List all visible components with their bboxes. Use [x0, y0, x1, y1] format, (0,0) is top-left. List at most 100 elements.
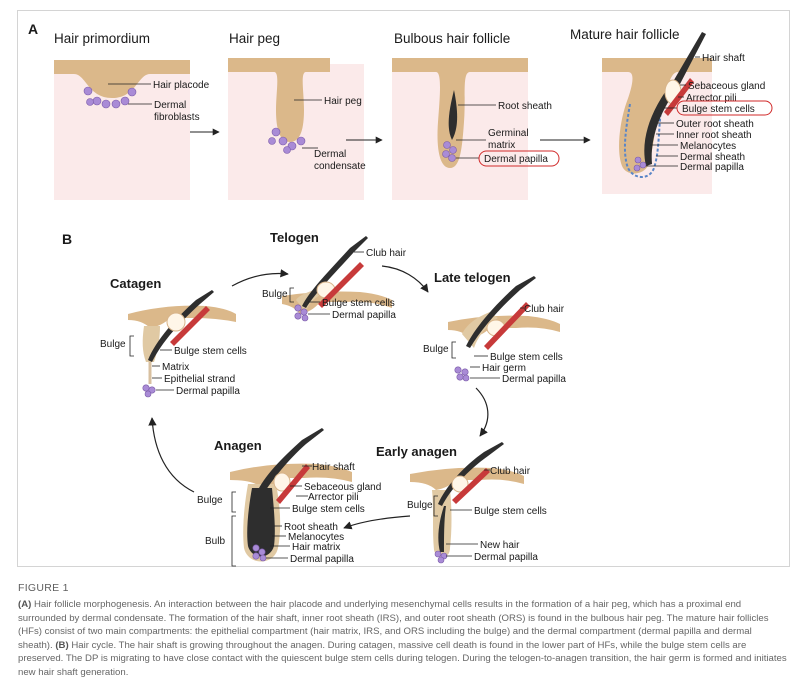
- club-hair: [466, 276, 536, 348]
- dermal-condensate-cells: [268, 127, 306, 154]
- caption-b-text: Hair cycle. The hair shaft is growing th…: [18, 639, 787, 678]
- stage-title: Hair primordium: [54, 31, 150, 46]
- arrector-pili-shape: [452, 468, 490, 504]
- arrector-pili-shape: [484, 302, 530, 350]
- label-root-sheath: Root sheath: [284, 522, 338, 533]
- sebaceous-gland-shape: [166, 312, 186, 332]
- label-bulb: Bulb: [205, 536, 225, 547]
- dermal-fibroblasts-cells: [83, 86, 137, 109]
- caption-a-tag: (A): [18, 599, 32, 610]
- label-dermal-papilla: Dermal papilla: [474, 552, 538, 563]
- label-fibroblasts: fibroblasts: [154, 112, 200, 123]
- root-sheath-core: [448, 90, 458, 140]
- caption-b-tag: (B): [55, 639, 69, 651]
- label-epithelial-strand: Epithelial strand: [164, 374, 235, 385]
- skin-layer: [410, 467, 524, 490]
- label-hair-placode: Hair placode: [153, 80, 210, 91]
- label-melanocytes: Melanocytes: [288, 532, 344, 543]
- dermal-sheath-line: [623, 103, 663, 178]
- stage-title: Hair peg: [229, 31, 280, 46]
- label-club-hair: Club hair: [524, 304, 565, 315]
- label-hair-shaft: Hair shaft: [702, 53, 745, 64]
- highlight-oval: [676, 100, 773, 116]
- label-dermal-papilla: Dermal papilla: [332, 310, 396, 321]
- label-dermal-papilla: Dermal papilla: [176, 386, 240, 397]
- label-bulge: Bulge: [262, 289, 288, 300]
- label-club-hair: Club hair: [366, 248, 407, 259]
- hair-shaft: [644, 32, 706, 166]
- panel-a-letter: A: [28, 21, 38, 37]
- label-dermal-sheath: Dermal sheath: [680, 152, 745, 163]
- label-dermal-papilla: Dermal papilla: [484, 154, 548, 165]
- follicle-shape: [392, 58, 528, 168]
- new-hair: [438, 506, 446, 552]
- label-matrix: Matrix: [162, 362, 189, 373]
- label-bulge: Bulge: [197, 495, 223, 506]
- label-arrector-pili: Arrector pili: [308, 492, 359, 503]
- label-bulge: Bulge: [423, 344, 449, 355]
- label-melanocytes: Melanocytes: [680, 141, 736, 152]
- label-bulge: Bulge: [407, 500, 433, 511]
- phase-catagen: Catagen Bulge Bulge stem cells Matrix Ep…: [100, 276, 247, 398]
- phase-title: Catagen: [110, 276, 161, 291]
- phase-early-anagen: Early anagen Club hair Bulge Bulge stem …: [376, 442, 547, 564]
- root-sheath-shape: [247, 488, 275, 557]
- hair-shaft: [148, 290, 214, 362]
- label-bulge-stem-cells: Bulge stem cells: [490, 352, 563, 363]
- stage-mature-follicle: Mature hair follicle Hair shaft Sebaceou…: [570, 27, 773, 194]
- label-arrector-pili: Arrector pili: [686, 93, 737, 104]
- phase-title: Late telogen: [434, 270, 511, 285]
- label-bulge-stem-cells: Bulge stem cells: [322, 298, 395, 309]
- label-bulge-stem-cells: Bulge stem cells: [292, 504, 365, 515]
- label-new-hair: New hair: [480, 540, 520, 551]
- arrector-pili-shape: [318, 262, 364, 308]
- label-bulge-stem-cells: Bulge stem cells: [474, 506, 547, 517]
- dermal-papilla-cells: [454, 366, 470, 382]
- label-dermal: Dermal: [314, 149, 346, 160]
- label-bulge: Bulge: [100, 339, 126, 350]
- phase-title: Anagen: [214, 438, 262, 453]
- label-outer-root-sheath: Outer root sheath: [676, 119, 754, 130]
- label-bulge-stem-cells: Bulge stem cells: [682, 104, 755, 115]
- phase-anagen: Anagen Hair shaft Sebaceous gland Arrect…: [197, 428, 381, 567]
- hair-placode-shape: [54, 60, 190, 98]
- dermal-papilla-cells: [633, 156, 647, 172]
- arrector-pili-shape: [170, 306, 210, 346]
- skin-layer: [230, 463, 352, 488]
- sebaceous-gland-shape: [451, 475, 469, 493]
- hair-follicle-figure: A Hair primordium Hair placode Dermal fi…: [28, 21, 773, 567]
- stage-hair-peg: Hair peg Hair peg Dermal condensate: [228, 31, 366, 200]
- label-hair-matrix: Hair matrix: [292, 542, 340, 553]
- stage-bulbous-follicle: Bulbous hair follicle Root sheath Germin…: [392, 31, 560, 200]
- dermal-papilla-cells: [434, 550, 448, 564]
- label-club-hair: Club hair: [490, 466, 531, 477]
- label-dermal-papilla: Dermal papilla: [502, 374, 566, 385]
- label-hair-germ: Hair germ: [482, 363, 526, 374]
- panel-b-letter: B: [62, 231, 72, 247]
- figure-caption: (A) Hair follicle morphogenesis. An inte…: [18, 598, 788, 680]
- label-matrix: matrix: [488, 140, 515, 151]
- dermal-papilla-cells: [142, 384, 156, 398]
- highlight-oval: [478, 150, 560, 167]
- label-dermal-papilla: Dermal papilla: [290, 554, 354, 565]
- label-hair-shaft: Hair shaft: [312, 462, 355, 473]
- stage-title: Mature hair follicle: [570, 27, 680, 42]
- label-dermal-papilla: Dermal papilla: [680, 162, 744, 173]
- label-root-sheath: Root sheath: [498, 101, 552, 112]
- label-hair-peg: Hair peg: [324, 96, 362, 107]
- label-sebaceous-gland: Sebaceous gland: [688, 81, 765, 92]
- figure-label: FIGURE 1: [18, 582, 69, 594]
- label-sebaceous-gland: Sebaceous gland: [304, 482, 381, 493]
- phase-telogen: Telogen Club hair Bulge Bulge stem cells…: [262, 230, 407, 322]
- sebaceous-gland-shape: [273, 472, 291, 492]
- stage-title: Bulbous hair follicle: [394, 31, 510, 46]
- label-dermal: Dermal: [154, 100, 186, 111]
- hair-shaft: [256, 428, 324, 496]
- label-inner-root-sheath: Inner root sheath: [676, 130, 752, 141]
- stage-hair-primordium: Hair primordium Hair placode Dermal fibr…: [54, 31, 210, 200]
- hair-peg-shape: [228, 58, 330, 142]
- dermal-papilla-cells: [442, 141, 457, 162]
- phase-late-telogen: Late telogen Club hair Bulge Bulge stem …: [423, 270, 566, 385]
- label-condensate: condensate: [314, 161, 366, 172]
- label-germinal: Germinal: [488, 128, 529, 139]
